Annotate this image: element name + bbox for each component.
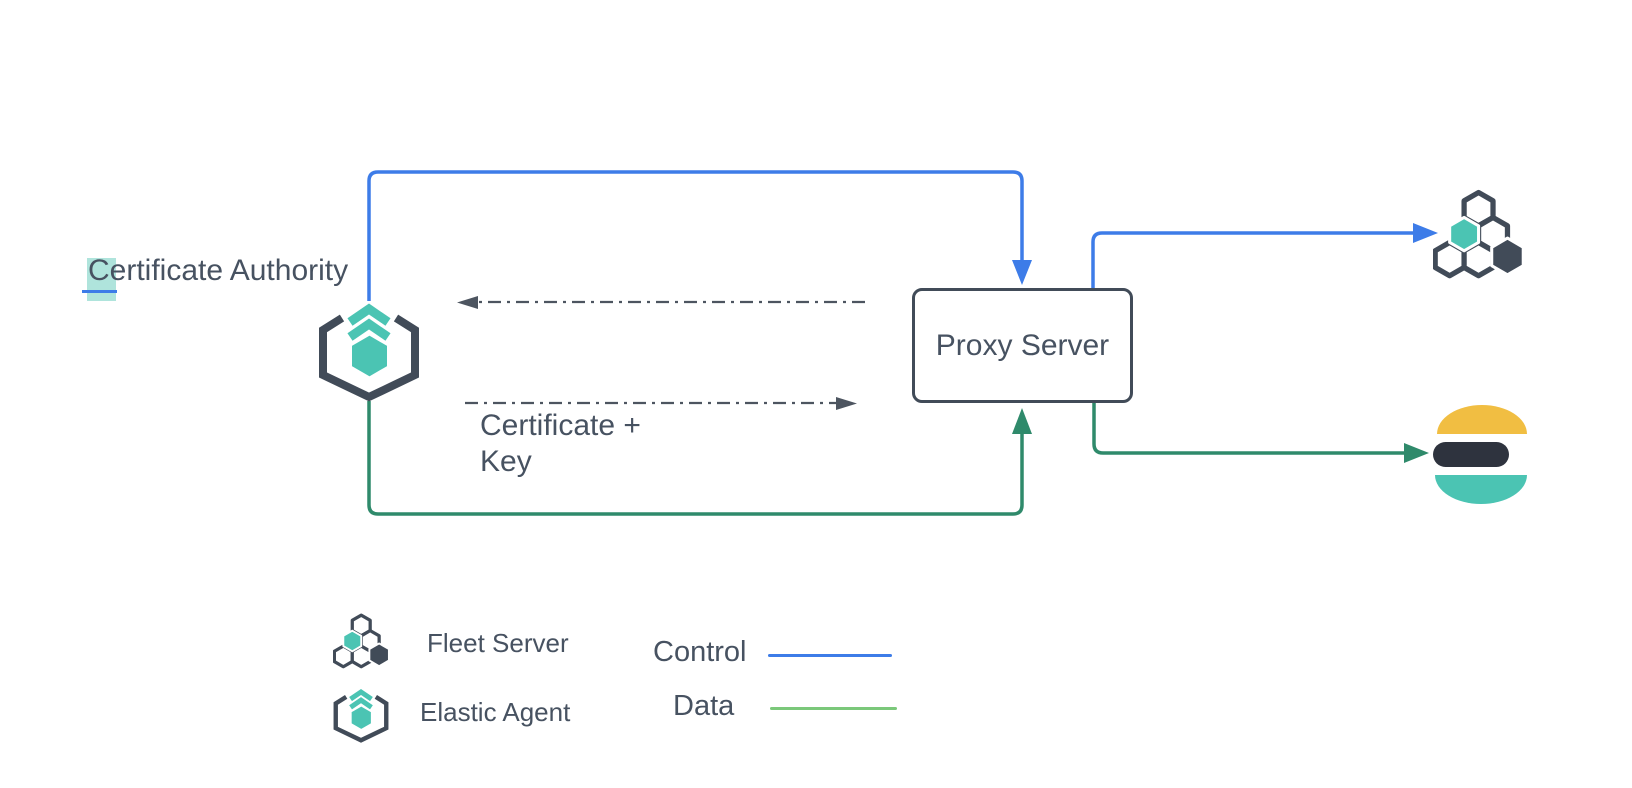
certificate-authority-text: Certificate Authority — [88, 254, 349, 287]
proxy-server-node[interactable]: Proxy Server — [912, 288, 1133, 403]
data-arrow-agent-to-proxy[interactable] — [367, 401, 1032, 516]
legend-data-line[interactable] — [770, 707, 897, 710]
legend-fleet-server-icon[interactable] — [333, 613, 390, 670]
legend-control-label[interactable]: Control — [653, 636, 747, 668]
certificate-request-arrow[interactable] — [457, 296, 865, 309]
control-arrow-agent-to-proxy[interactable] — [367, 170, 1032, 301]
elasticsearch-icon[interactable] — [1433, 400, 1527, 504]
legend-elastic-agent-label[interactable]: Elastic Agent — [420, 697, 571, 727]
legend-fleet-server-label[interactable]: Fleet Server — [427, 628, 569, 658]
text-cursor-underline — [82, 290, 117, 293]
legend-control-line[interactable] — [768, 654, 892, 657]
fleet-server-icon[interactable] — [1433, 189, 1525, 281]
legend-elastic-agent-icon[interactable] — [333, 687, 389, 743]
elastic-agent-icon[interactable] — [318, 300, 420, 402]
legend-data-label[interactable]: Data — [673, 690, 735, 722]
certificate-authority-label[interactable]: Certificate Authority — [82, 254, 382, 304]
text-selection-highlight — [87, 258, 116, 301]
data-arrow-proxy-to-elasticsearch[interactable] — [1092, 403, 1429, 463]
certificate-key-arrow[interactable] — [465, 397, 857, 410]
proxy-server-text: Proxy Server — [935, 328, 1110, 362]
certificate-key-label[interactable]: Certificate + Key — [480, 409, 641, 478]
control-arrow-proxy-to-fleet-server[interactable] — [1091, 223, 1438, 288]
